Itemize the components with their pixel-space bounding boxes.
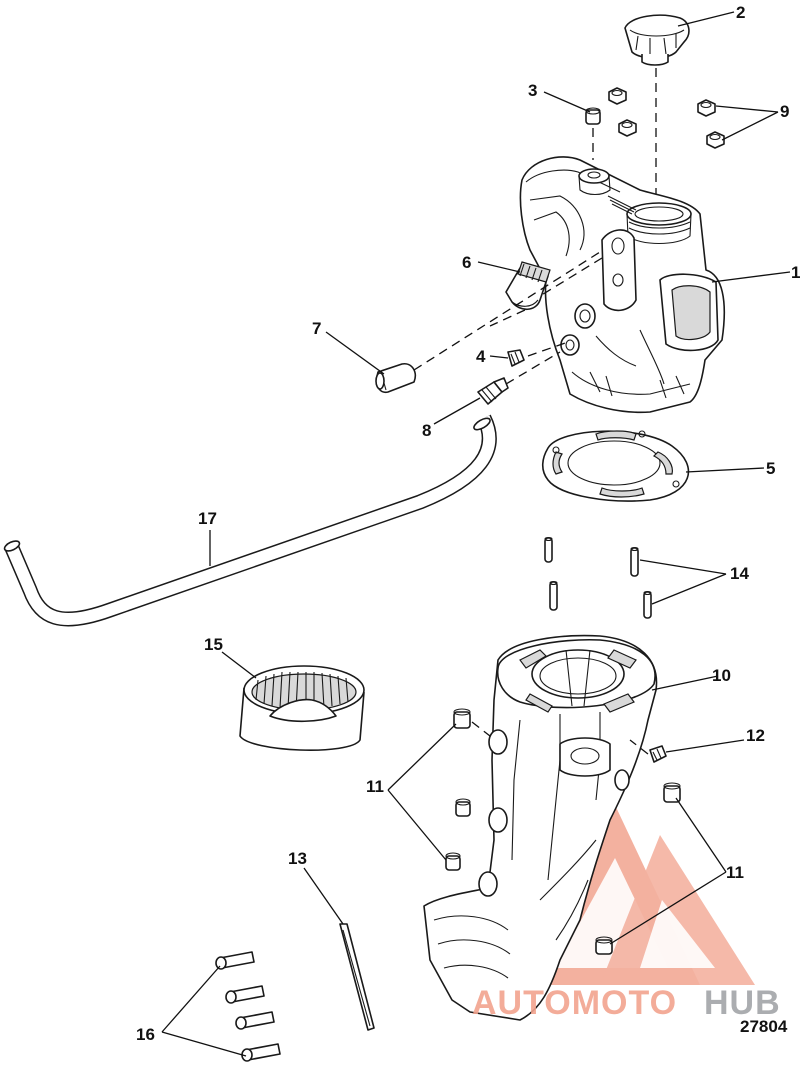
leader-9b (721, 111, 779, 141)
fitting-elbow (505, 261, 551, 311)
nuts-group (585, 87, 725, 149)
leader-16a (161, 965, 221, 1033)
leader-5 (685, 467, 765, 473)
bushing (595, 936, 613, 955)
callout-11-left: 11 (366, 777, 384, 796)
leader-12 (665, 739, 745, 753)
leader-14b (651, 573, 727, 605)
callout-16: 16 (136, 1025, 155, 1044)
gasket (541, 430, 690, 502)
bushing (455, 798, 471, 817)
callout-14: 14 (730, 564, 749, 583)
nut-middle (618, 119, 637, 137)
hose-elbow (477, 377, 509, 405)
callout-7: 7 (312, 319, 321, 338)
leader-8 (433, 397, 481, 425)
nut-right-lower (706, 131, 725, 149)
dowel-pin (549, 580, 558, 611)
callout-17: 17 (198, 509, 217, 528)
callout-8: 8 (422, 421, 431, 440)
bushing (663, 782, 681, 803)
filler-cap (624, 14, 690, 66)
driveshaft-housing (423, 634, 658, 1021)
leader-6 (477, 261, 521, 273)
leader-2 (677, 11, 735, 27)
dowel-pin (544, 536, 553, 563)
vent-fitting-axis-line (413, 251, 601, 371)
watermark-triangle-right (600, 835, 755, 985)
watermark-text-part2: HUB (704, 984, 781, 1022)
leader-13 (303, 867, 344, 925)
watermark-text: AUTOMOTO HUB (472, 984, 781, 1022)
callout-12: 12 (746, 726, 765, 745)
figure-number: 27804 (740, 1017, 788, 1036)
leader-16b (161, 1031, 247, 1057)
leader-1 (711, 271, 791, 283)
callout-11-right: 11 (726, 863, 744, 882)
callout-5: 5 (766, 459, 775, 478)
oil-reservoir (519, 156, 726, 414)
dowel-pin (630, 546, 639, 577)
leader-3 (543, 91, 591, 113)
leader-7 (325, 331, 385, 375)
dowel-pins (544, 536, 652, 619)
vent-fitting (375, 362, 417, 394)
screw (235, 1011, 275, 1030)
nut-3 (585, 107, 601, 125)
leader-11-right-a (675, 797, 727, 873)
callout-1: 1 (791, 263, 800, 282)
callout-4: 4 (476, 347, 486, 366)
callout-13: 13 (288, 849, 307, 868)
bushings (445, 708, 681, 955)
hose-elbow-axis-line (505, 351, 561, 385)
nut-right-upper (697, 99, 716, 117)
bushing-axis-line (471, 721, 491, 737)
seal-strip (339, 923, 375, 1031)
watermark-triangle-right-inner (640, 900, 715, 968)
fitting-6-axis-line (489, 309, 526, 327)
leader-10 (651, 675, 719, 691)
nut-upper-left (608, 87, 627, 105)
fitting-4-axis-line (527, 341, 569, 357)
leader-4 (489, 355, 509, 359)
callout-2: 2 (736, 3, 745, 22)
retainer-band (239, 665, 365, 751)
callout-labels: 1 2 3 4 5 6 7 8 9 10 11 11 12 13 14 15 1… (136, 3, 800, 1044)
reservoir-port-axis-line (539, 257, 603, 297)
plug (649, 745, 667, 763)
small-fitting (507, 349, 525, 367)
screw (241, 1043, 281, 1062)
screw (225, 985, 265, 1004)
bushing (453, 708, 471, 729)
leader-11-left-a (387, 723, 457, 791)
callout-3: 3 (528, 81, 537, 100)
bushing (445, 852, 461, 871)
hose (3, 414, 497, 627)
screw (215, 951, 255, 970)
dowel-pin (643, 590, 652, 619)
callout-6: 6 (462, 253, 471, 272)
screws (215, 951, 281, 1062)
leader-11-left-b (387, 789, 447, 861)
leader-9a (715, 105, 779, 113)
leader-14a (639, 559, 727, 575)
plug-axis-line (629, 739, 649, 755)
callout-9: 9 (780, 102, 789, 121)
leader-11-right-b (609, 871, 727, 945)
leader-15 (221, 651, 257, 679)
watermark-text-part1: AUTOMOTO (472, 984, 677, 1022)
callout-10: 10 (712, 666, 731, 685)
leader-lines (161, 11, 791, 1057)
callout-15: 15 (204, 635, 223, 654)
